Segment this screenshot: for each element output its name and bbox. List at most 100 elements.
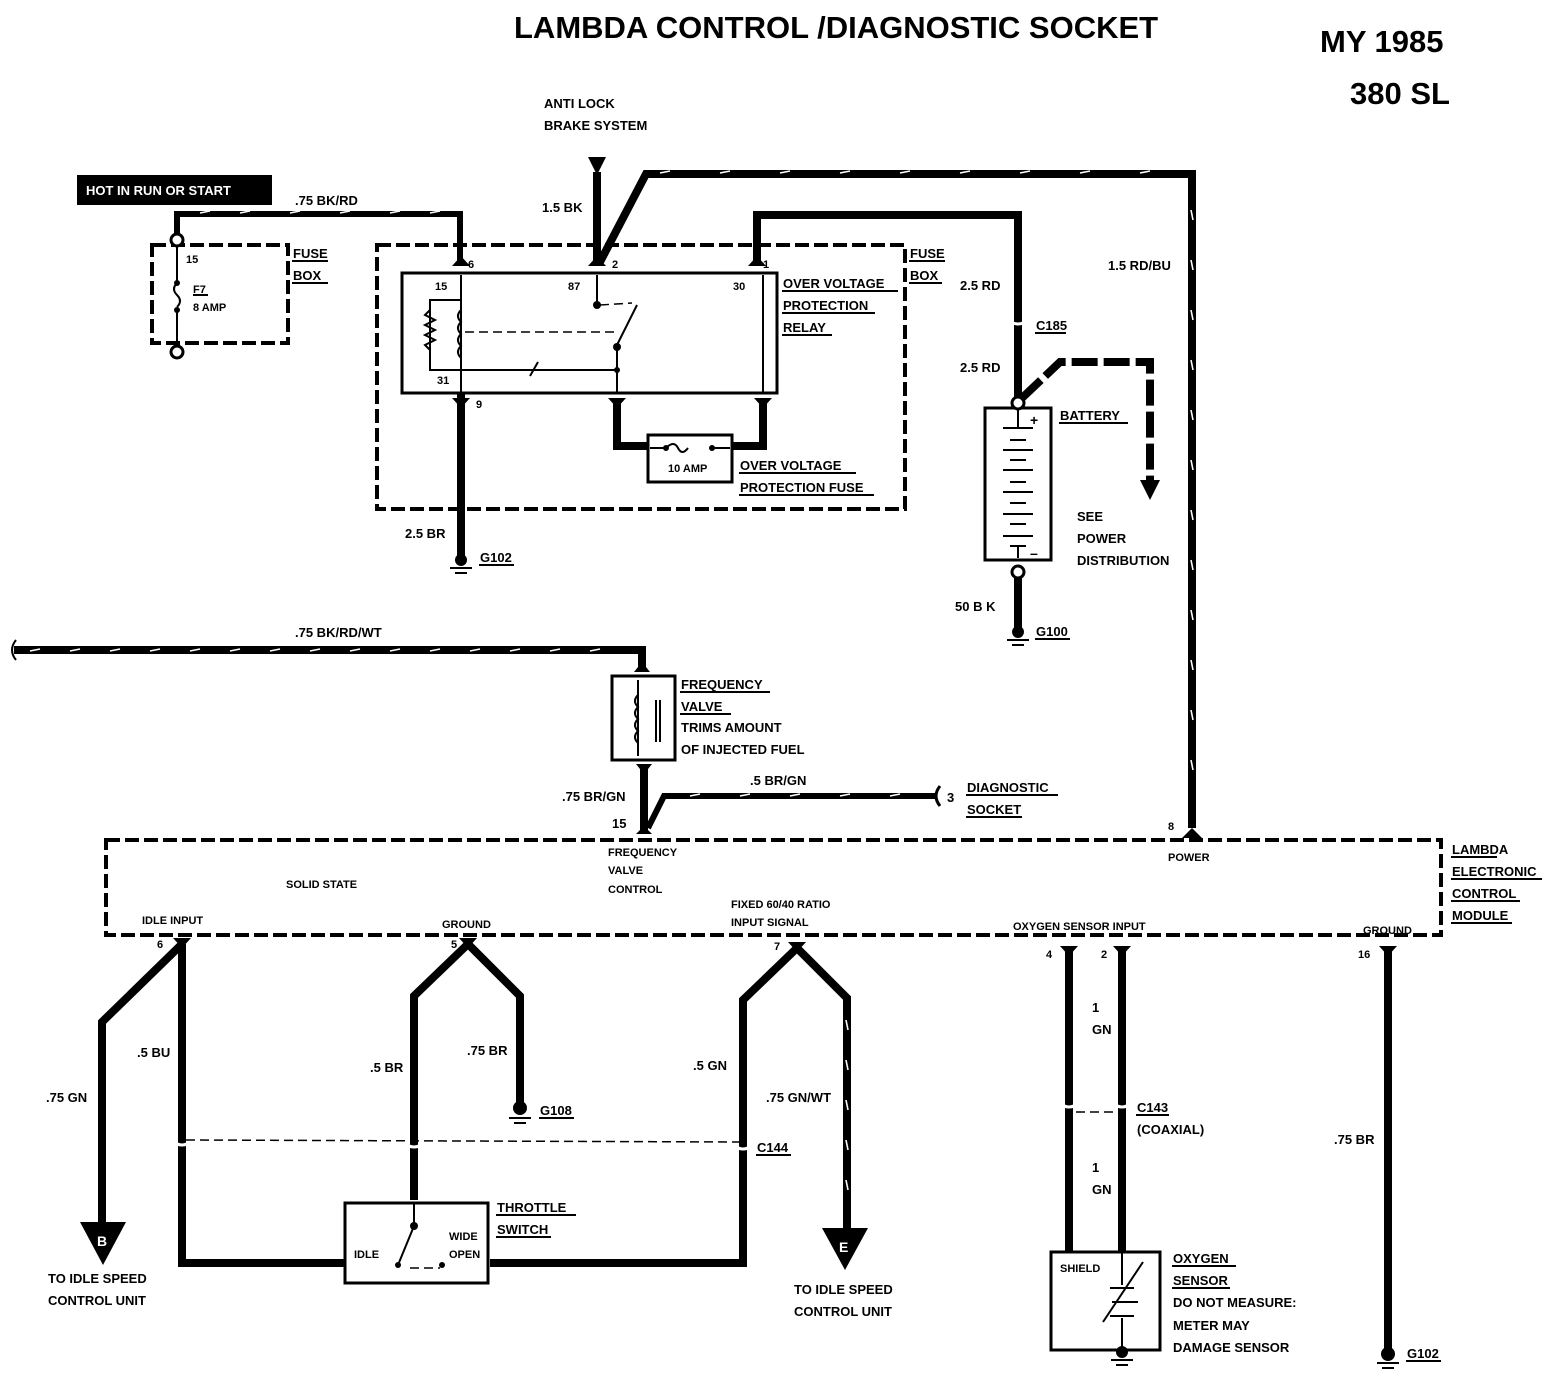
battery-see-line2-text: POWER: [1077, 531, 1127, 546]
isc-e-arrow: [822, 1228, 868, 1270]
fuse-box-left-fuse-rating-text: 8 AMP: [193, 302, 226, 314]
ov-fuse-label-line2-text: PROTECTION FUSE: [740, 480, 864, 495]
connector-c144: C144: [173, 1139, 791, 1156]
wires-power-feed-text: 1.5 RD/BU: [1108, 258, 1171, 273]
module-pins-o2-label-text: OXYGEN SENSOR INPUT: [1013, 921, 1146, 933]
abs-label-line2: BRAKE SYSTEM: [544, 118, 647, 133]
module-solid-state-text: SOLID STATE: [286, 879, 357, 891]
module-label-line3-text: CONTROL: [1452, 886, 1516, 901]
module-pins-idle-pin-text: 6: [157, 939, 163, 951]
wire-power-feed: 1.5 RD/BU: [596, 170, 1196, 828]
battery: + – BATTERY SEE POWER DISTRIBUTION 50 B …: [955, 358, 1169, 646]
module-pins-ground-pin-text: 5: [451, 939, 457, 951]
oxygen-sensor-note-line3-text: DAMAGE SENSOR: [1173, 1340, 1290, 1355]
module-pins-ratio-line1-text: FIXED 60/40 RATIO: [731, 899, 831, 911]
model-year: MY 1985: [1320, 24, 1444, 59]
isc-b-line2-text: CONTROL UNIT: [48, 1293, 146, 1308]
battery-plus-text: +: [1030, 412, 1038, 428]
wires-diag-wire-text: .5 BR/GN: [750, 773, 806, 788]
module-label-line2-text: ELECTRONIC: [1452, 864, 1537, 879]
ground-g100: G100: [1036, 624, 1068, 639]
isc-b-line1-text: TO IDLE SPEED: [48, 1271, 147, 1286]
relay-label-line3-text: RELAY: [783, 320, 826, 335]
diagram-title: LAMBDA CONTROL /DIAGNOSTIC SOCKET: [514, 10, 1158, 45]
ground-g102-module: G102: [1407, 1346, 1439, 1361]
diagnostic-socket-pin-text: 3: [947, 790, 954, 805]
frequency-valve: FREQUENCY VALVE TRIMS AMOUNT OF INJECTED…: [610, 674, 805, 762]
fuse-f7: [169, 232, 185, 360]
oxygen-sensor-shield-text: SHIELD: [1060, 1263, 1100, 1275]
isc-b-arrow: [80, 1222, 126, 1265]
diagnostic-socket-label-line1-text: DIAGNOSTIC: [967, 780, 1049, 795]
module-pins-o2-pin-a-text: 4: [1046, 949, 1053, 961]
wire-ground-branch: .5 BR .75 BR G108: [370, 941, 574, 1200]
relay-label-line2-text: PROTECTION: [783, 298, 868, 313]
relay-term-31-text: 31: [437, 375, 449, 387]
ground-g108: G108: [540, 1103, 572, 1118]
wires-hot-feed-text: .75 BK/RD: [295, 193, 358, 208]
connector-c185: C185: [1036, 318, 1067, 333]
throttle-switch-open-text: OPEN: [449, 1249, 480, 1261]
relay-label-line1-text: OVER VOLTAGE: [783, 276, 885, 291]
module-label-line4-text: MODULE: [1452, 908, 1509, 923]
wire-idle-branch: B .75 GN TO IDLE SPEED CONTROL UNIT .5 B…: [46, 941, 345, 1308]
wire-ratio-branch: E .5 GN .75 GN/WT TO IDLE SPEED CONTROL …: [490, 945, 893, 1319]
module-pins-ground2-label-text: GROUND: [1363, 925, 1412, 937]
battery-see-line1-text: SEE: [1077, 509, 1103, 524]
module-pins-power-pin-text: 8: [1168, 821, 1174, 833]
throttle-switch-wide-text: WIDE: [449, 1231, 478, 1243]
module-label-line1-text: LAMBDA: [1452, 842, 1509, 857]
ov-fuse-rating-text: 10 AMP: [668, 463, 707, 475]
wires-abs-feed-text: 1.5 BK: [542, 200, 583, 215]
module-pins-freq-valve-line1-text: FREQUENCY: [608, 847, 678, 859]
oxygen-sensor: SHIELD OXYGEN SENSOR DO NOT MEASURE: MET…: [1049, 1250, 1297, 1366]
ground-g102-relay: G102: [480, 550, 512, 565]
connectors-c143-text: C143: [1137, 1100, 1168, 1115]
module-pins-ratio-pin-text: 7: [774, 941, 780, 953]
wires-o2-lower-color-text: GN: [1092, 1182, 1112, 1197]
wires-idle-input-text: .5 BU: [137, 1045, 170, 1060]
module-pins-freq-valve-line2-text: VALVE: [608, 865, 643, 877]
relay-pin-bottom-left-text: 9: [476, 399, 482, 411]
frequency-valve-label-line1-text: FREQUENCY: [681, 677, 763, 692]
isc-e-letter-text: E: [839, 1239, 848, 1255]
wires-o2-upper-size-text: 1: [1092, 1000, 1099, 1015]
module-pins-ground-label-text: GROUND: [442, 919, 491, 931]
wires-o2-upper-color-text: GN: [1092, 1022, 1112, 1037]
wires-ratio-isc-text: .75 GN/WT: [766, 1090, 831, 1105]
relay-pin-top-right-text: 1: [763, 259, 769, 271]
hot-label-text: HOT IN RUN OR START: [86, 183, 231, 198]
wires-idle-isc-text: .75 GN: [46, 1090, 87, 1105]
wire-relay-ground: 2.5 BR G102: [405, 393, 514, 574]
wire-oxygen-sensor: 1 GN 1 GN C143 (COAXIAL): [1060, 950, 1204, 1252]
fuse-box-right: FUSE BOX: [375, 243, 945, 511]
relay-pin-top-left-text: 6: [468, 259, 474, 271]
battery-minus-text: –: [1030, 545, 1038, 561]
throttle-switch-idle-text: IDLE: [354, 1249, 379, 1261]
wires-freq-valve-out-text: .75 BR/GN: [562, 789, 626, 804]
hot-in-run-badge: HOT IN RUN OR START: [77, 175, 272, 205]
ov-protection-fuse: 10 AMP OVER VOLTAGE PROTECTION FUSE: [613, 400, 874, 496]
wire-battery-feed: 2.5 RD 2.5 RD C185: [753, 211, 1067, 400]
frequency-valve-desc-line1-text: TRIMS AMOUNT: [681, 720, 782, 735]
wires-ratio-switch-text: .5 GN: [693, 1058, 727, 1073]
oxygen-sensor-label-line2-text: SENSOR: [1173, 1273, 1229, 1288]
wire-freq-valve-out: .75 BR/GN 15: [562, 768, 648, 832]
relay-term-87-text: 87: [568, 281, 580, 293]
fuse-box-left: FUSE BOX 15 F7 8 AMP: [150, 243, 328, 345]
connectors-c144-text: C144: [757, 1140, 789, 1155]
model-name: 380 SL: [1350, 76, 1450, 111]
frequency-valve-label-line2-text: VALVE: [681, 699, 723, 714]
wires-ground-g108-text: .75 BR: [467, 1043, 508, 1058]
wire-freq-valve-feed: .75 BK/RD/WT: [11, 625, 646, 670]
wire-hot-feed: .75 BK/RD: [174, 193, 463, 262]
battery-label-text: BATTERY: [1060, 408, 1120, 423]
module-pins-freq-valve-pin-text: 15: [612, 816, 626, 831]
module-pins-o2-pin-b-text: 2: [1101, 949, 1107, 961]
throttle-switch-label-line1-text: THROTTLE: [497, 1200, 567, 1215]
abs-label-line1: ANTI LOCK: [544, 96, 615, 111]
oxygen-sensor-label-line1-text: OXYGEN: [1173, 1251, 1229, 1266]
isc-e-line2-text: CONTROL UNIT: [794, 1304, 892, 1319]
module-pins-ratio-line2-text: INPUT SIGNAL: [731, 917, 809, 929]
fuse-box-left-terminal-text: 15: [186, 254, 198, 266]
